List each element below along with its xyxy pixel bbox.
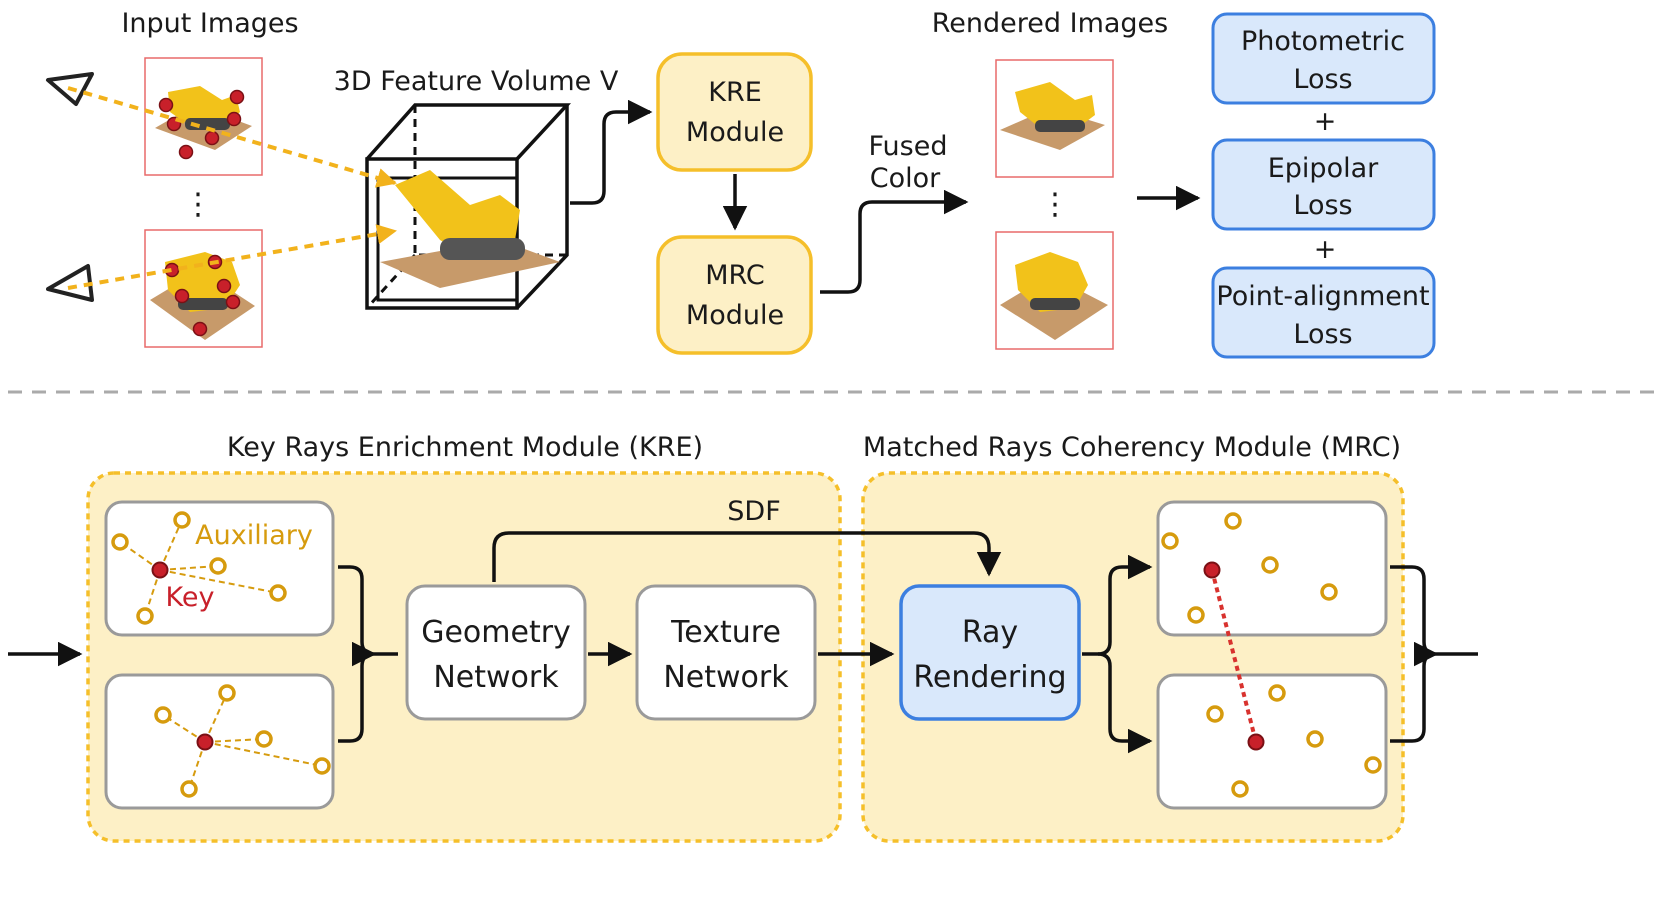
input-image-1 [144, 57, 263, 176]
matched-ray-box-2 [1156, 673, 1388, 810]
plus-sign-2: + [1314, 234, 1337, 265]
mrc-split-connector-lower [1097, 652, 1153, 754]
svg-text:Ray: Ray [962, 615, 1018, 650]
svg-text:Photometric: Photometric [1241, 26, 1405, 57]
mrc-output-connector [1390, 565, 1478, 743]
fused-label-2: Color [870, 163, 941, 194]
feature-volume-title: 3D Feature Volume V [334, 66, 619, 97]
texture-network-box: Texture Network [635, 584, 817, 721]
svg-text:Loss: Loss [1293, 190, 1352, 221]
svg-text:Module: Module [686, 300, 784, 331]
rendered-image-2 [995, 231, 1114, 350]
rendered-ellipsis: ⋮ [1040, 187, 1070, 222]
svg-text:Network: Network [663, 660, 789, 695]
fused-label-1: Fused [869, 131, 948, 162]
plus-sign-1: + [1314, 106, 1337, 137]
key-ray-box-1 [104, 500, 335, 637]
projection-rays [67, 86, 397, 290]
svg-text:Loss: Loss [1293, 319, 1352, 350]
svg-text:Module: Module [686, 117, 784, 148]
volume-to-kre-arrow [570, 99, 653, 205]
mrc-module-box: MRC Module [656, 235, 813, 355]
rendered-image-1 [995, 59, 1114, 178]
kre-module-box: KRE Module [656, 52, 813, 172]
svg-text:Network: Network [433, 660, 559, 695]
matched-ray-box-1 [1156, 500, 1388, 637]
key-label: Key [166, 582, 215, 613]
matched-key-link [1203, 561, 1265, 751]
feature-volume-cube [365, 103, 572, 310]
photometric-loss-box: Photometric Loss [1211, 12, 1436, 105]
epipolar-loss-box: Epipolar Loss [1211, 138, 1436, 231]
input-images-title: Input Images [121, 8, 298, 39]
svg-text:Rendering: Rendering [913, 660, 1066, 695]
svg-text:Texture: Texture [670, 615, 781, 650]
key-ray-box-2 [104, 673, 335, 810]
svg-text:Point-alignment: Point-alignment [1216, 281, 1429, 312]
sdf-label: SDF [727, 496, 780, 527]
point-alignment-loss-box: Point-alignment Loss [1211, 266, 1436, 359]
input-ellipsis: ⋮ [183, 187, 213, 222]
svg-text:Loss: Loss [1293, 64, 1352, 95]
ray-rendering-box: Ray Rendering [899, 584, 1081, 721]
svg-text:KRE: KRE [708, 77, 762, 108]
rendered-images-title: Rendered Images [932, 8, 1169, 39]
svg-text:MRC: MRC [705, 260, 765, 291]
kre-title: Key Rays Enrichment Module (KRE) [227, 432, 703, 463]
input-image-2 [144, 229, 263, 348]
svg-text:Geometry: Geometry [421, 615, 571, 650]
auxiliary-label: Auxiliary [195, 520, 313, 551]
svg-text:Epipolar: Epipolar [1268, 153, 1379, 184]
geometry-network-box: Geometry Network [405, 584, 587, 721]
sdf-arrow [492, 531, 1002, 582]
kre-merge-connector [338, 565, 398, 743]
mrc-title: Matched Rays Coherency Module (MRC) [863, 432, 1401, 463]
fused-color-arrow [820, 189, 969, 294]
